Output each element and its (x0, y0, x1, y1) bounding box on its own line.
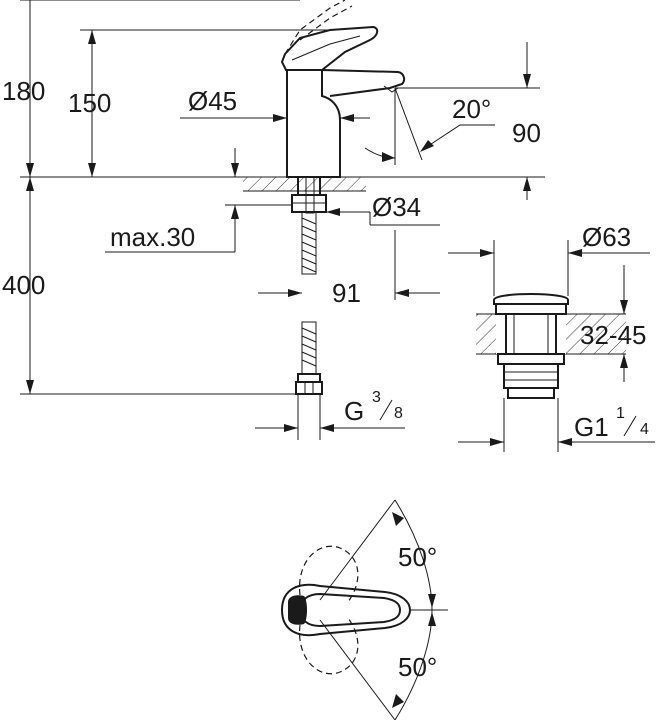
label-diameter-45: Ø45 (188, 86, 237, 116)
label-150: 150 (68, 88, 111, 118)
lever-top-view (280, 499, 448, 720)
dimension-lines (20, 0, 540, 440)
label-g-3-8: G (344, 396, 364, 426)
label-angle-50-top: 50° (398, 542, 437, 572)
label-diameter-63: Ø63 (582, 222, 631, 252)
label-g1-1-4: G1 (574, 412, 609, 442)
label-angle-20: 20° (452, 94, 491, 124)
label-91: 91 (332, 278, 361, 308)
label-32-45: 32-45 (580, 320, 647, 350)
label-diameter-34: Ø34 (372, 192, 421, 222)
label-180: 180 (2, 76, 45, 106)
label-400: 400 (2, 270, 45, 300)
label-90: 90 (512, 118, 541, 148)
drain-detail (448, 240, 655, 452)
label-g-3-8-denominator: 8 (394, 405, 403, 422)
faucet-side-view (20, 0, 545, 395)
label-g-3-8-numerator: 3 (372, 389, 381, 406)
label-angle-50-bottom: 50° (398, 652, 437, 682)
dimension-labels: 180 150 Ø45 20° 90 Ø34 max.30 91 400 G 3… (2, 76, 649, 682)
label-max-30: max.30 (110, 222, 195, 252)
label-g1-1-4-numerator: 1 (616, 405, 625, 422)
label-g1-1-4-denominator: 4 (640, 421, 649, 438)
